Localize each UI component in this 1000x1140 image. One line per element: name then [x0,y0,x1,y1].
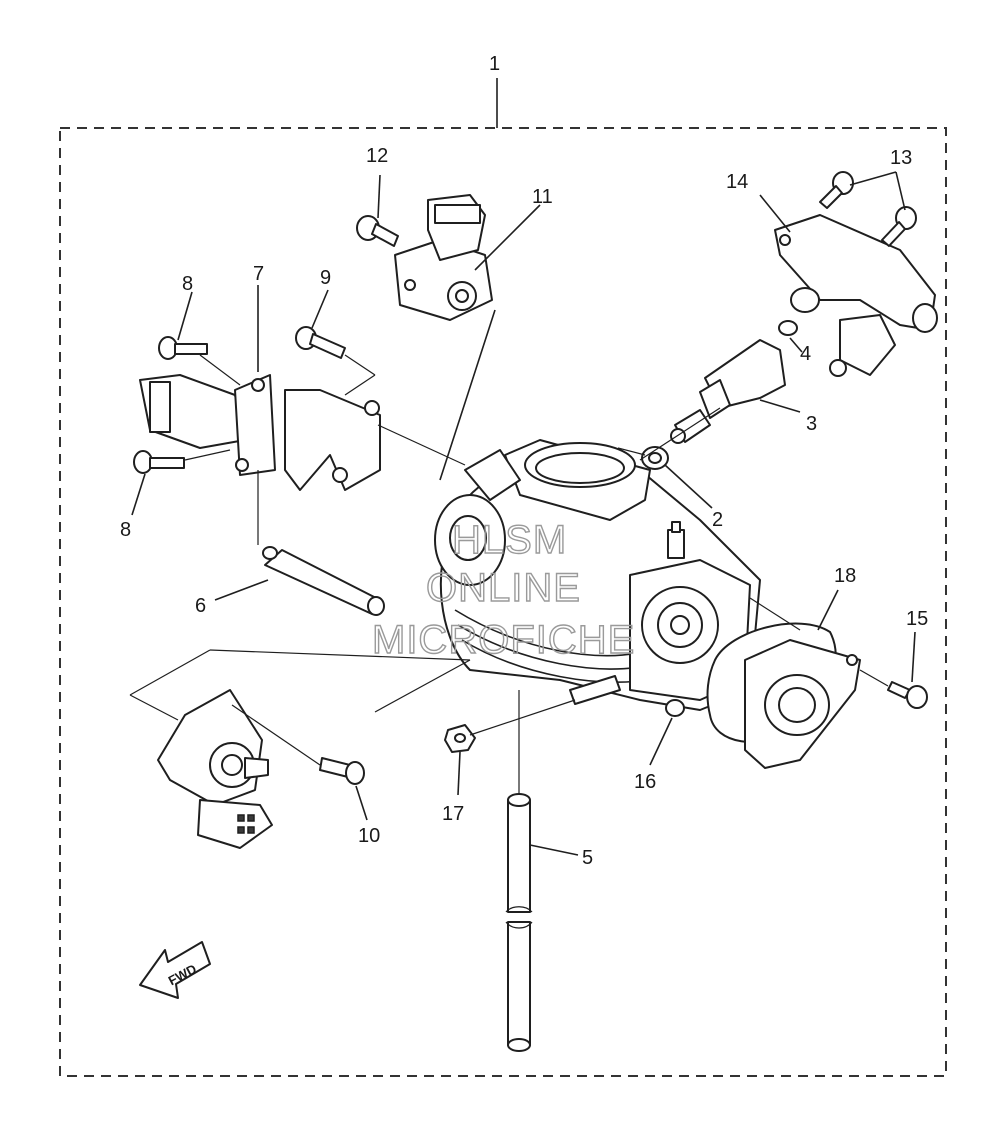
screw-13a [819,171,854,209]
watermark-line-2: ONLINE [426,566,581,610]
callout-10: 10 [358,825,380,847]
hose-5 [505,793,533,1052]
callout-2: 2 [712,509,723,531]
callout-1: 1 [489,53,500,75]
screw-12 [356,215,399,247]
o-ring-4 [778,320,798,336]
callout-8-bottom: 8 [120,519,131,541]
callout-8-top: 8 [182,273,193,295]
fwd-arrow: FWD [139,941,211,999]
screw-10 [319,757,365,785]
callout-11: 11 [532,186,553,208]
bracket [284,389,381,491]
callout-17: 17 [442,803,464,825]
callout-5: 5 [582,847,593,869]
callout-15: 15 [906,608,928,630]
callout-16: 16 [634,771,656,793]
screw-8b [133,450,185,474]
fuel-rail-14 [774,214,938,377]
sensor-7 [139,374,276,476]
throttle-body [434,439,761,711]
callout-3: 3 [806,413,817,435]
callout-12: 12 [366,145,388,167]
injector-3 [670,339,786,444]
nut-17 [444,724,476,753]
callout-14: 14 [726,171,748,193]
callout-13: 13 [890,147,912,169]
callout-18: 18 [834,565,856,587]
leader-lines [129,171,916,856]
assembly-boundary [59,127,947,1077]
callout-9: 9 [320,267,331,289]
callout-4: 4 [800,343,811,365]
sensor-11 [394,194,493,321]
sensor-10 [157,689,273,849]
screw-8a [158,336,208,360]
callout-7: 7 [253,263,264,285]
callout-6: 6 [195,595,206,617]
watermark-line-1: HLSM [452,518,567,562]
watermark-line-3: MICROFICHE [372,618,635,662]
cover-plate [744,639,861,769]
washer-2 [641,446,669,470]
screw-13b [881,206,917,247]
screw-9 [295,326,346,359]
nut-16 [665,699,685,717]
hose-6 [262,546,385,616]
screw-15 [887,681,928,709]
watermark: HLSM ONLINE MICROFICHE [371,517,635,662]
